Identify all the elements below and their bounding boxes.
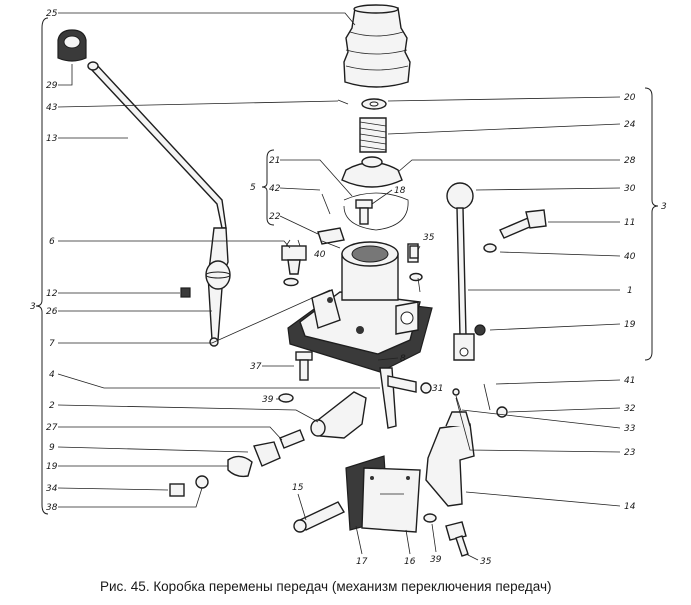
callout-32: 32 xyxy=(624,404,636,414)
callout-31: 31 xyxy=(432,384,443,394)
bolt-18 xyxy=(355,199,373,225)
callout-38: 38 xyxy=(46,503,58,513)
spring-cup xyxy=(341,156,403,188)
callout-42: 42 xyxy=(269,184,281,194)
washer-34 xyxy=(195,475,209,489)
shaft-31 xyxy=(387,375,417,393)
right-bracket xyxy=(644,87,659,361)
callout-labels: 25 29 43 13 6 12 26 7 4 2 27 9 19 34 38 … xyxy=(46,9,636,567)
gear-lever xyxy=(87,61,231,347)
callout-35-bottom: 35 xyxy=(480,557,492,567)
washer-39 xyxy=(278,393,294,403)
callout-9: 9 xyxy=(49,443,55,453)
nut-19 xyxy=(474,324,486,336)
washer-40b xyxy=(483,243,497,253)
bracket-label-left: 3 xyxy=(30,302,36,312)
gearshift-housing xyxy=(287,241,433,373)
callout-14: 14 xyxy=(624,502,636,512)
bolt-11 xyxy=(499,209,547,239)
bolt-35 xyxy=(409,245,419,259)
callout-39-mid: 39 xyxy=(262,395,274,405)
reverse-switch xyxy=(281,239,307,275)
plug-38 xyxy=(169,483,185,497)
callout-16: 16 xyxy=(404,557,416,567)
callout-19-right: 19 xyxy=(624,320,636,330)
washer-40c xyxy=(409,272,423,282)
callout-35-top: 35 xyxy=(423,233,435,243)
callout-15: 15 xyxy=(292,483,304,493)
callout-30: 30 xyxy=(624,184,636,194)
leader-lines xyxy=(57,12,621,561)
cap-19 xyxy=(227,455,253,478)
bracket-label-right: 3 xyxy=(661,202,667,212)
selector-rod xyxy=(446,182,475,361)
spring-27 xyxy=(279,429,305,449)
cover-plate xyxy=(345,455,421,533)
callout-13: 13 xyxy=(46,134,58,144)
callout-23: 23 xyxy=(624,448,636,458)
pin-15 xyxy=(293,501,345,533)
bolt-37 xyxy=(295,351,313,381)
spring-33 xyxy=(455,395,463,415)
callout-28: 28 xyxy=(624,156,636,166)
callout-39-bottom: 39 xyxy=(430,555,442,565)
pin-43 xyxy=(337,99,349,105)
shift-fork xyxy=(425,411,475,507)
callout-25: 25 xyxy=(46,9,58,19)
callout-4: 4 xyxy=(49,370,55,380)
callout-11: 11 xyxy=(624,218,635,228)
callout-17: 17 xyxy=(356,557,368,567)
washer-39b xyxy=(423,513,437,523)
spring-ring xyxy=(343,192,409,231)
figure-caption: Рис. 45. Коробка перемены передач (механ… xyxy=(100,579,552,594)
washer-40a xyxy=(283,277,299,287)
callout-18: 18 xyxy=(394,186,406,196)
callout-33: 33 xyxy=(624,424,636,434)
cotter-pin-42 xyxy=(321,193,331,215)
callout-1: 1 xyxy=(627,286,633,296)
callout-27: 27 xyxy=(46,423,58,433)
rubber-boot xyxy=(343,4,411,88)
callout-37: 37 xyxy=(250,362,262,372)
callout-40-mid: 40 xyxy=(314,250,326,260)
gasket-9 xyxy=(253,441,281,467)
callout-26: 26 xyxy=(46,307,58,317)
plug-12 xyxy=(180,287,191,298)
callout-2: 2 xyxy=(49,401,55,411)
callout-41: 41 xyxy=(624,376,635,386)
callout-20: 20 xyxy=(624,93,636,103)
bracket-label-group: 5 xyxy=(250,183,256,193)
callout-7: 7 xyxy=(49,339,55,349)
clip-22 xyxy=(317,227,345,245)
spring-24 xyxy=(359,117,387,153)
pin-41 xyxy=(483,383,491,411)
callout-12: 12 xyxy=(46,289,58,299)
callout-19-left: 19 xyxy=(46,462,58,472)
callout-8: 8 xyxy=(400,354,406,364)
callout-34: 34 xyxy=(46,484,58,494)
left-bracket xyxy=(35,17,49,515)
callout-6: 6 xyxy=(49,237,55,247)
clip-32 xyxy=(496,406,508,418)
bolt-35b xyxy=(445,521,469,557)
gear-knob xyxy=(57,29,87,62)
callout-40-right: 40 xyxy=(624,252,636,262)
group-bracket xyxy=(261,149,275,226)
shift-lever-2 xyxy=(310,391,367,439)
callout-22: 22 xyxy=(269,212,281,222)
callout-24: 24 xyxy=(624,120,636,130)
callout-21: 21 xyxy=(269,156,280,166)
callout-29: 29 xyxy=(46,81,58,91)
callout-43: 43 xyxy=(46,103,58,113)
